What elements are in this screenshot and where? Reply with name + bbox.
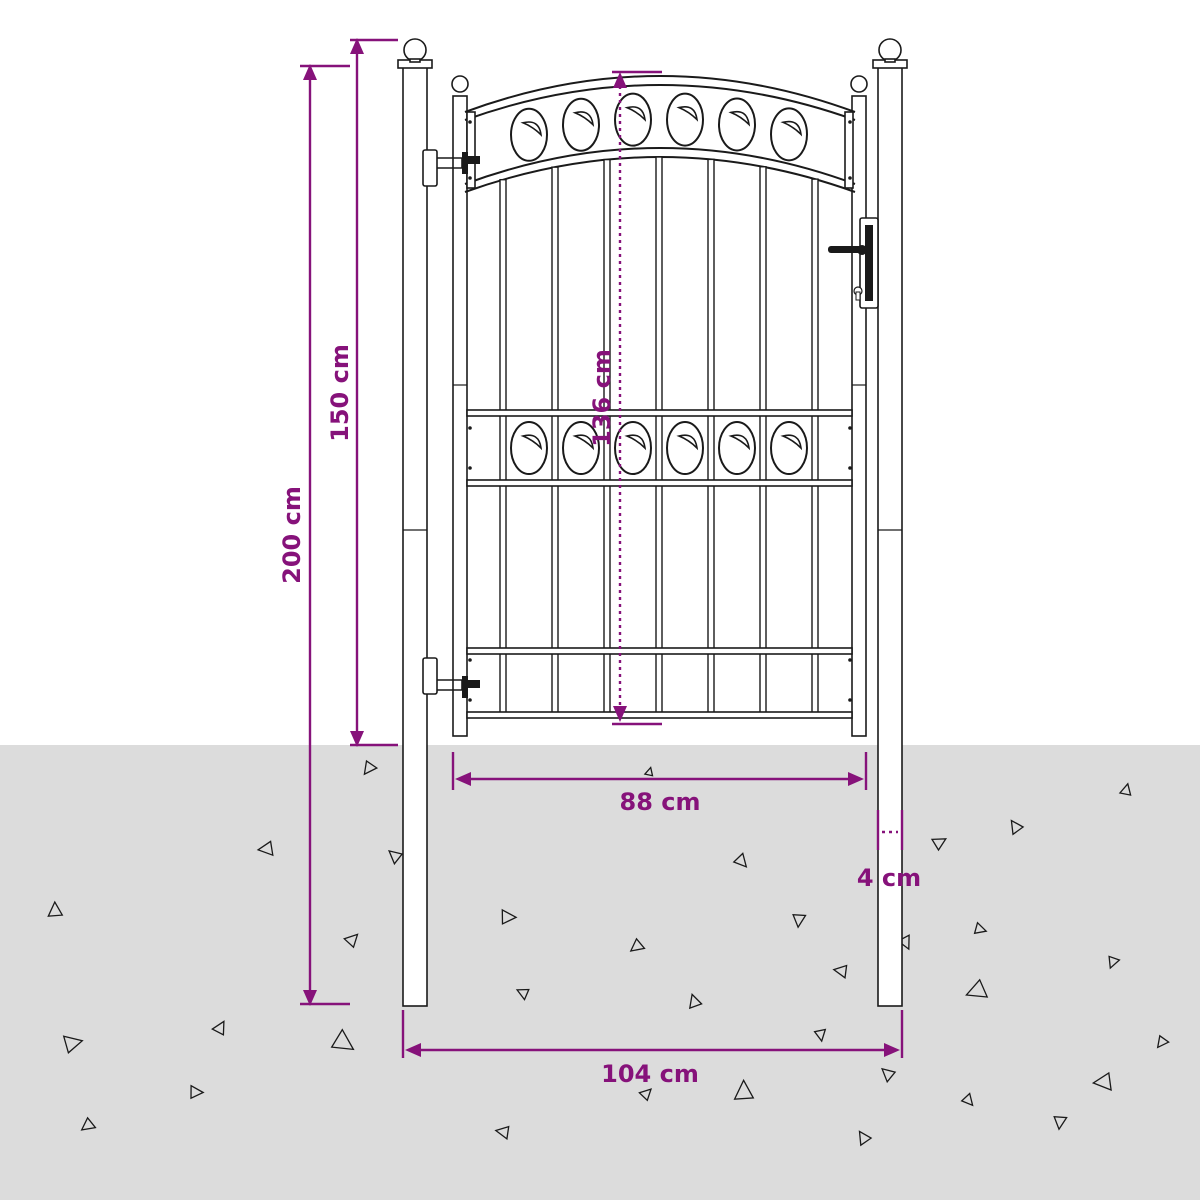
pebble [1108,955,1121,970]
pebble [501,908,518,925]
ring-ornament [770,421,808,475]
dimension-label-total-height: 200 cm [278,486,306,584]
ball-finial-icon [878,38,902,62]
dimension-height-above-ground: 150 cm [326,38,398,747]
dimension-total-height: 200 cm [278,64,350,1006]
pebble [732,852,748,868]
ring-ornament [718,97,756,152]
ring-ornament [562,97,600,152]
pebble [1010,819,1025,836]
pebble [813,1028,827,1043]
pebble [792,913,807,929]
ball-finial-icon [403,38,427,62]
ring-ornament [510,107,548,162]
gate-bar [811,178,819,715]
hinge-icon [422,657,480,698]
gate-bar [499,178,507,715]
pebble [1118,782,1132,796]
left-post [397,38,433,1007]
ring-ornament [666,92,704,147]
ring-ornament [562,421,600,475]
pebble [363,759,379,776]
gate-bar [551,166,559,715]
dimension-label-total-width: 104 cm [601,1060,699,1088]
dimension-label-post-width: 4 cm [857,864,921,892]
ring-ornament [510,421,548,475]
pebble [896,934,910,951]
lock-assembly [828,217,879,309]
pebble [688,993,703,1010]
hinge-icon [422,149,480,187]
pebble [388,849,404,866]
pebble [960,1092,974,1107]
dimension-gate-height: 136 cm [588,70,662,726]
pebble [190,1084,205,1100]
pebble [643,766,654,777]
pebble [515,988,530,1001]
pebble [80,1116,97,1131]
pebble [638,1088,653,1102]
ring-ornament [718,421,756,475]
pebble [629,937,646,952]
pebble [1156,1034,1170,1049]
keyhole-icon [853,286,863,301]
pebble [343,933,359,949]
ring-ornament [614,421,652,475]
dimension-label-gate-height: 136 cm [588,349,616,447]
pebble [1091,1071,1112,1092]
dimension-post-width: 4 cm [857,810,921,892]
gate-bar [707,158,715,715]
pebble [62,1035,84,1054]
pebble [494,1125,510,1141]
gate-bar [655,156,663,715]
dimension-total-width: 104 cm [401,1010,904,1088]
pebble [881,1067,897,1084]
pebble [965,978,989,998]
pebble [733,1078,755,1100]
pebble [330,1028,355,1051]
gate-leaf [451,75,868,737]
gate-bar [759,166,767,715]
pebble [858,1130,873,1147]
right-post [872,38,908,1007]
pebble [930,838,948,852]
ring-ornament [770,107,808,162]
pebble [1053,1115,1068,1131]
ring-ornament [614,92,652,147]
dimension-label-height-above-ground: 150 cm [326,344,354,442]
gate-handle-icon [828,245,867,255]
dimension-label-gate-width: 88 cm [620,788,701,816]
gravel-pebbles [47,759,1170,1147]
ground-area [0,745,1200,1200]
pebble [973,921,988,935]
pebble [211,1020,225,1036]
pebble [47,900,64,917]
pebble [832,964,848,979]
ring-ornament [666,421,704,475]
dimension-gate-width: 88 cm [451,752,868,816]
pebble [256,840,274,857]
